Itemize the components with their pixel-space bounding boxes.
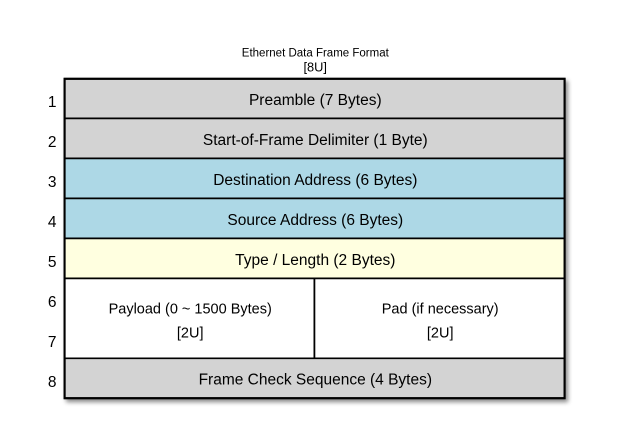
svg-text:[2U]: [2U] xyxy=(427,325,454,341)
svg-text:2: 2 xyxy=(48,134,57,151)
svg-text:5: 5 xyxy=(48,254,57,271)
svg-text:Payload (0 ~ 1500 Bytes): Payload (0 ~ 1500 Bytes) xyxy=(109,302,272,318)
svg-text:3: 3 xyxy=(48,174,57,191)
svg-text:[2U]: [2U] xyxy=(177,325,204,341)
svg-text:Destination Address (6 Bytes): Destination Address (6 Bytes) xyxy=(213,172,417,189)
svg-text:[8U]: [8U] xyxy=(303,60,326,75)
svg-text:Frame Check Sequence (4 Bytes): Frame Check Sequence (4 Bytes) xyxy=(199,372,432,389)
svg-text:Type / Length (2 Bytes): Type / Length (2 Bytes) xyxy=(235,252,395,269)
svg-text:Ethernet Data Frame Format: Ethernet Data Frame Format xyxy=(242,48,390,60)
svg-text:1: 1 xyxy=(48,94,57,111)
svg-text:Start-of-Frame Delimiter (1 By: Start-of-Frame Delimiter (1 Byte) xyxy=(203,132,428,149)
svg-text:Preamble (7 Bytes): Preamble (7 Bytes) xyxy=(249,92,382,109)
svg-text:8: 8 xyxy=(48,374,57,391)
svg-text:Source Address (6 Bytes): Source Address (6 Bytes) xyxy=(227,212,403,229)
svg-text:Pad (if necessary): Pad (if necessary) xyxy=(382,302,499,318)
svg-text:7: 7 xyxy=(48,334,57,351)
svg-text:4: 4 xyxy=(48,214,57,231)
svg-text:6: 6 xyxy=(48,294,57,311)
